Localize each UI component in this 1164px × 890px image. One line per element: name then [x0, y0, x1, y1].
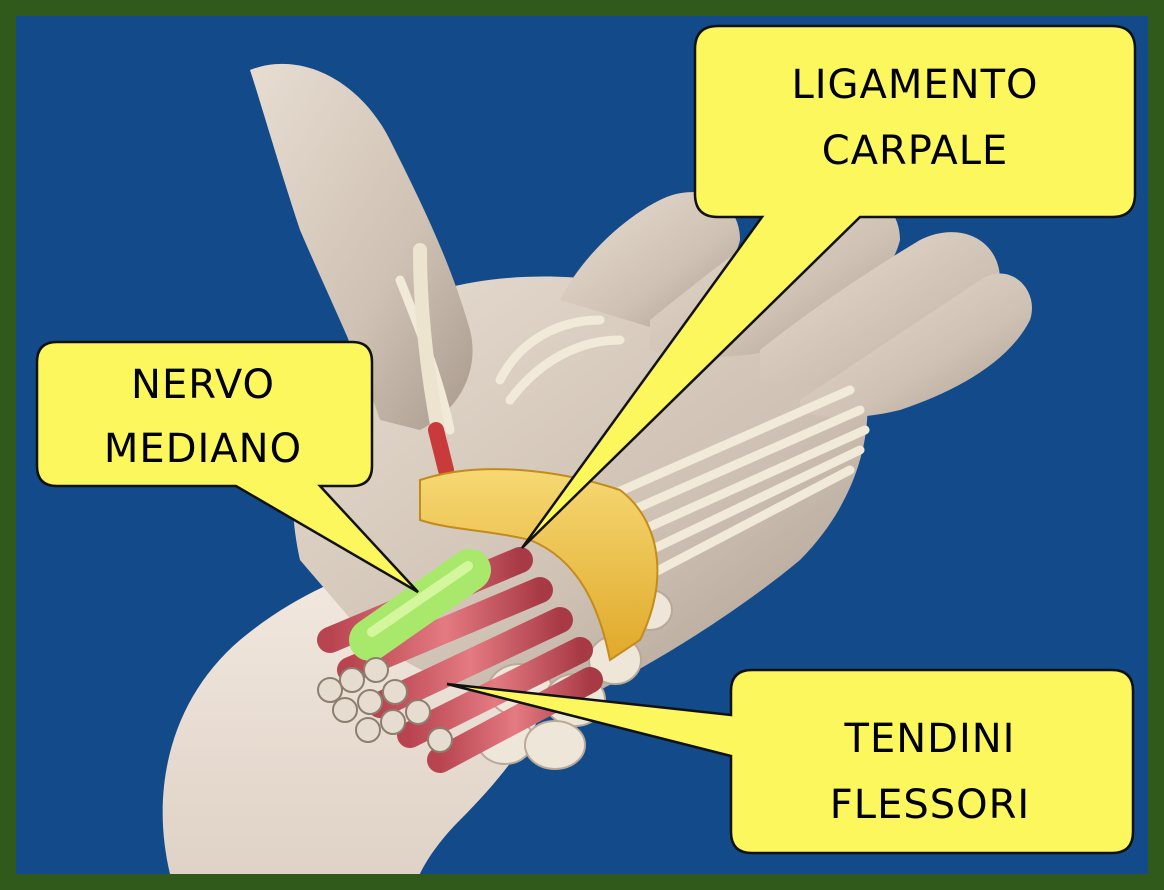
thumb [250, 63, 473, 430]
svg-text:TENDINI: TENDINI [844, 716, 1016, 762]
tendons-label-line1: TENDINI [844, 716, 1016, 762]
ring-finger [760, 232, 1000, 387]
tendons-label-line2: FLESSORI [830, 782, 1030, 828]
tendon-cut-ends [317, 657, 453, 753]
nerve-label-line2: MEDIANO [104, 426, 302, 472]
callout-tendons-shape [446, 668, 1135, 855]
svg-text:MEDIANO: MEDIANO [104, 426, 302, 472]
callout-nerve: NERVO MEDIANO [35, 340, 419, 594]
nerve-label-line1: NERVO [131, 362, 275, 408]
callout-tendons: TENDINI FLESSORI [446, 668, 1135, 855]
carpal-ligament-band [419, 468, 659, 662]
ligament-label-line1: LIGAMENTO [791, 62, 1038, 108]
svg-text:NERVO: NERVO [131, 362, 275, 408]
ligament-label-line2: CARPALE [822, 128, 1009, 174]
svg-text:FLESSORI: FLESSORI [830, 782, 1030, 828]
callout-nerve-shape [35, 340, 419, 594]
thumb-nerve-red [428, 422, 454, 478]
finger-tendons [395, 275, 870, 585]
svg-text:CARPALE: CARPALE [822, 128, 1009, 174]
svg-text:LIGAMENTO: LIGAMENTO [791, 62, 1038, 108]
little-finger [800, 273, 1032, 418]
callout-ligament-shape [520, 24, 1137, 549]
thumb-nerve [413, 243, 447, 447]
callout-ligament: LIGAMENTO CARPALE [520, 24, 1137, 549]
median-nerve-highlight [367, 561, 473, 637]
